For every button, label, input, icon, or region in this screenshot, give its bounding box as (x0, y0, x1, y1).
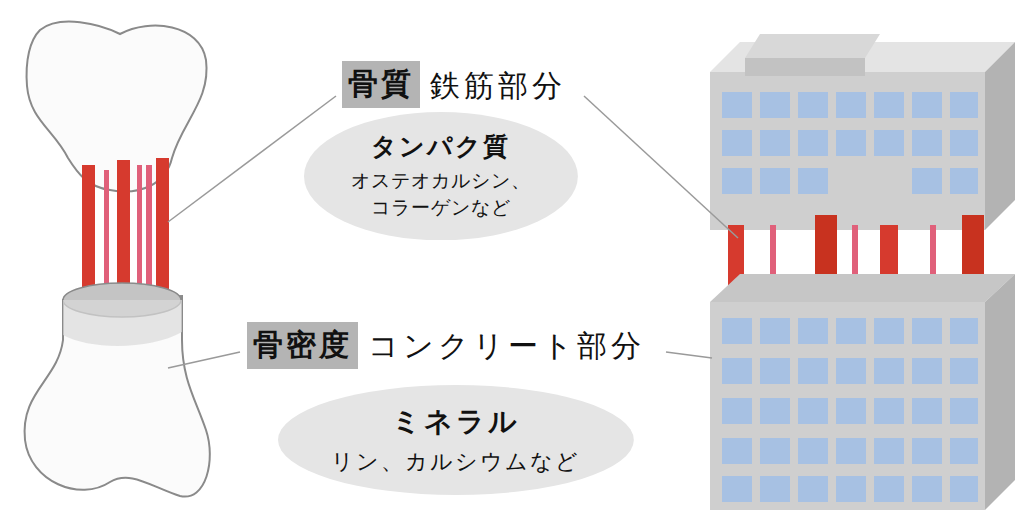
windows (722, 318, 978, 502)
building-top-face (710, 274, 1015, 302)
roof-box (745, 34, 880, 58)
bone-rod (137, 165, 142, 300)
leader-line (666, 352, 712, 358)
building-front (710, 302, 985, 510)
bone-rod (146, 165, 152, 300)
body-text: オステオカルシン、 コラーゲンなど (346, 167, 536, 222)
info-ellipse: ミネラルリン、カルシウムなど (278, 385, 634, 495)
leader-line (168, 352, 240, 368)
windows (722, 92, 978, 194)
bone-shade (63, 300, 182, 346)
bone-rod (82, 165, 95, 300)
part-label: 鉄筋部分 (430, 66, 566, 107)
highlight-box: 骨密度 (247, 322, 358, 369)
roof-box (745, 58, 865, 76)
heading-text: ミネラル (392, 403, 520, 441)
bone-rod (156, 158, 169, 300)
heading-text: 骨密度 (253, 325, 352, 366)
bone-rod (117, 160, 130, 300)
building-front (710, 72, 985, 230)
bone-top (27, 22, 207, 192)
leader-line (584, 96, 738, 238)
heading-text: 骨質 (348, 64, 414, 105)
bone-bottom (25, 296, 210, 497)
highlight-box: 骨質 (342, 61, 420, 108)
info-ellipse: タンパク質オステオカルシン、 コラーゲンなど (304, 112, 578, 240)
ellipse-shape (278, 385, 634, 495)
heading-text: タンパク質 (371, 130, 510, 163)
building-side (985, 42, 1015, 230)
bone-rod (104, 170, 109, 300)
building-side (985, 274, 1015, 510)
body-text: リン、カルシウムなど (331, 447, 580, 477)
part-label: コンクリート部分 (368, 326, 645, 367)
